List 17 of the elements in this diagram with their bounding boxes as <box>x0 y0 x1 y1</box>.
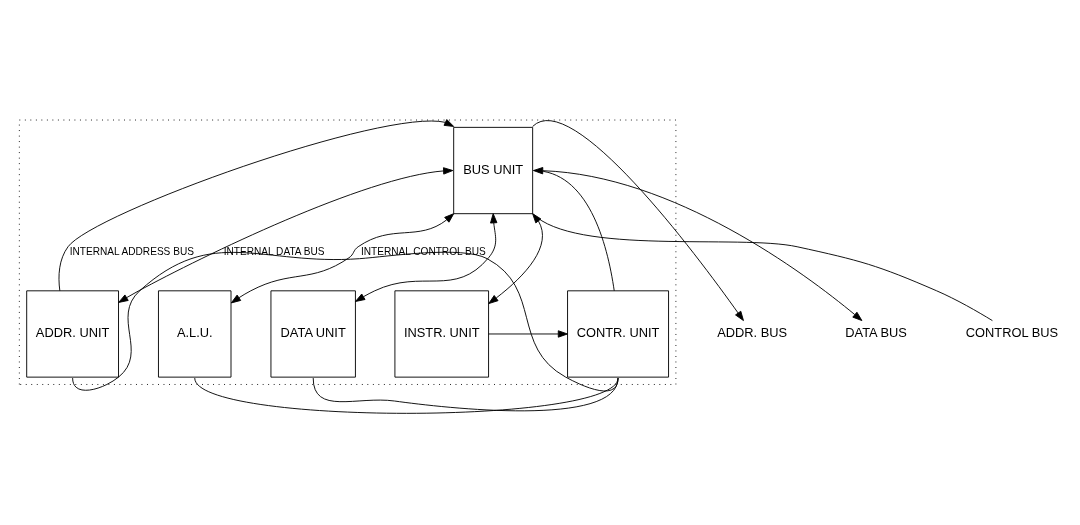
node-text: CONTROL BUS <box>965 324 1059 340</box>
arrow <box>118 166 454 303</box>
connector <box>312 377 619 411</box>
node-box: A.L.U. <box>158 289 232 378</box>
arrow <box>230 212 455 303</box>
node-box: ADDR. UNIT <box>26 289 119 378</box>
edge-label: INTERNAL ADDRESS BUS <box>69 245 194 257</box>
arrow <box>58 118 455 291</box>
node-box: CONTR. UNIT <box>567 289 669 378</box>
node-box: DATA UNIT <box>270 289 356 378</box>
node-box: INSTR. UNIT <box>394 289 490 378</box>
node-text: DATA BUS <box>845 324 907 340</box>
node-box: BUS UNIT <box>453 126 534 214</box>
connector <box>194 377 619 414</box>
node-text: ADDR. BUS <box>717 324 788 340</box>
arrow <box>355 212 498 302</box>
arrow <box>488 329 568 338</box>
